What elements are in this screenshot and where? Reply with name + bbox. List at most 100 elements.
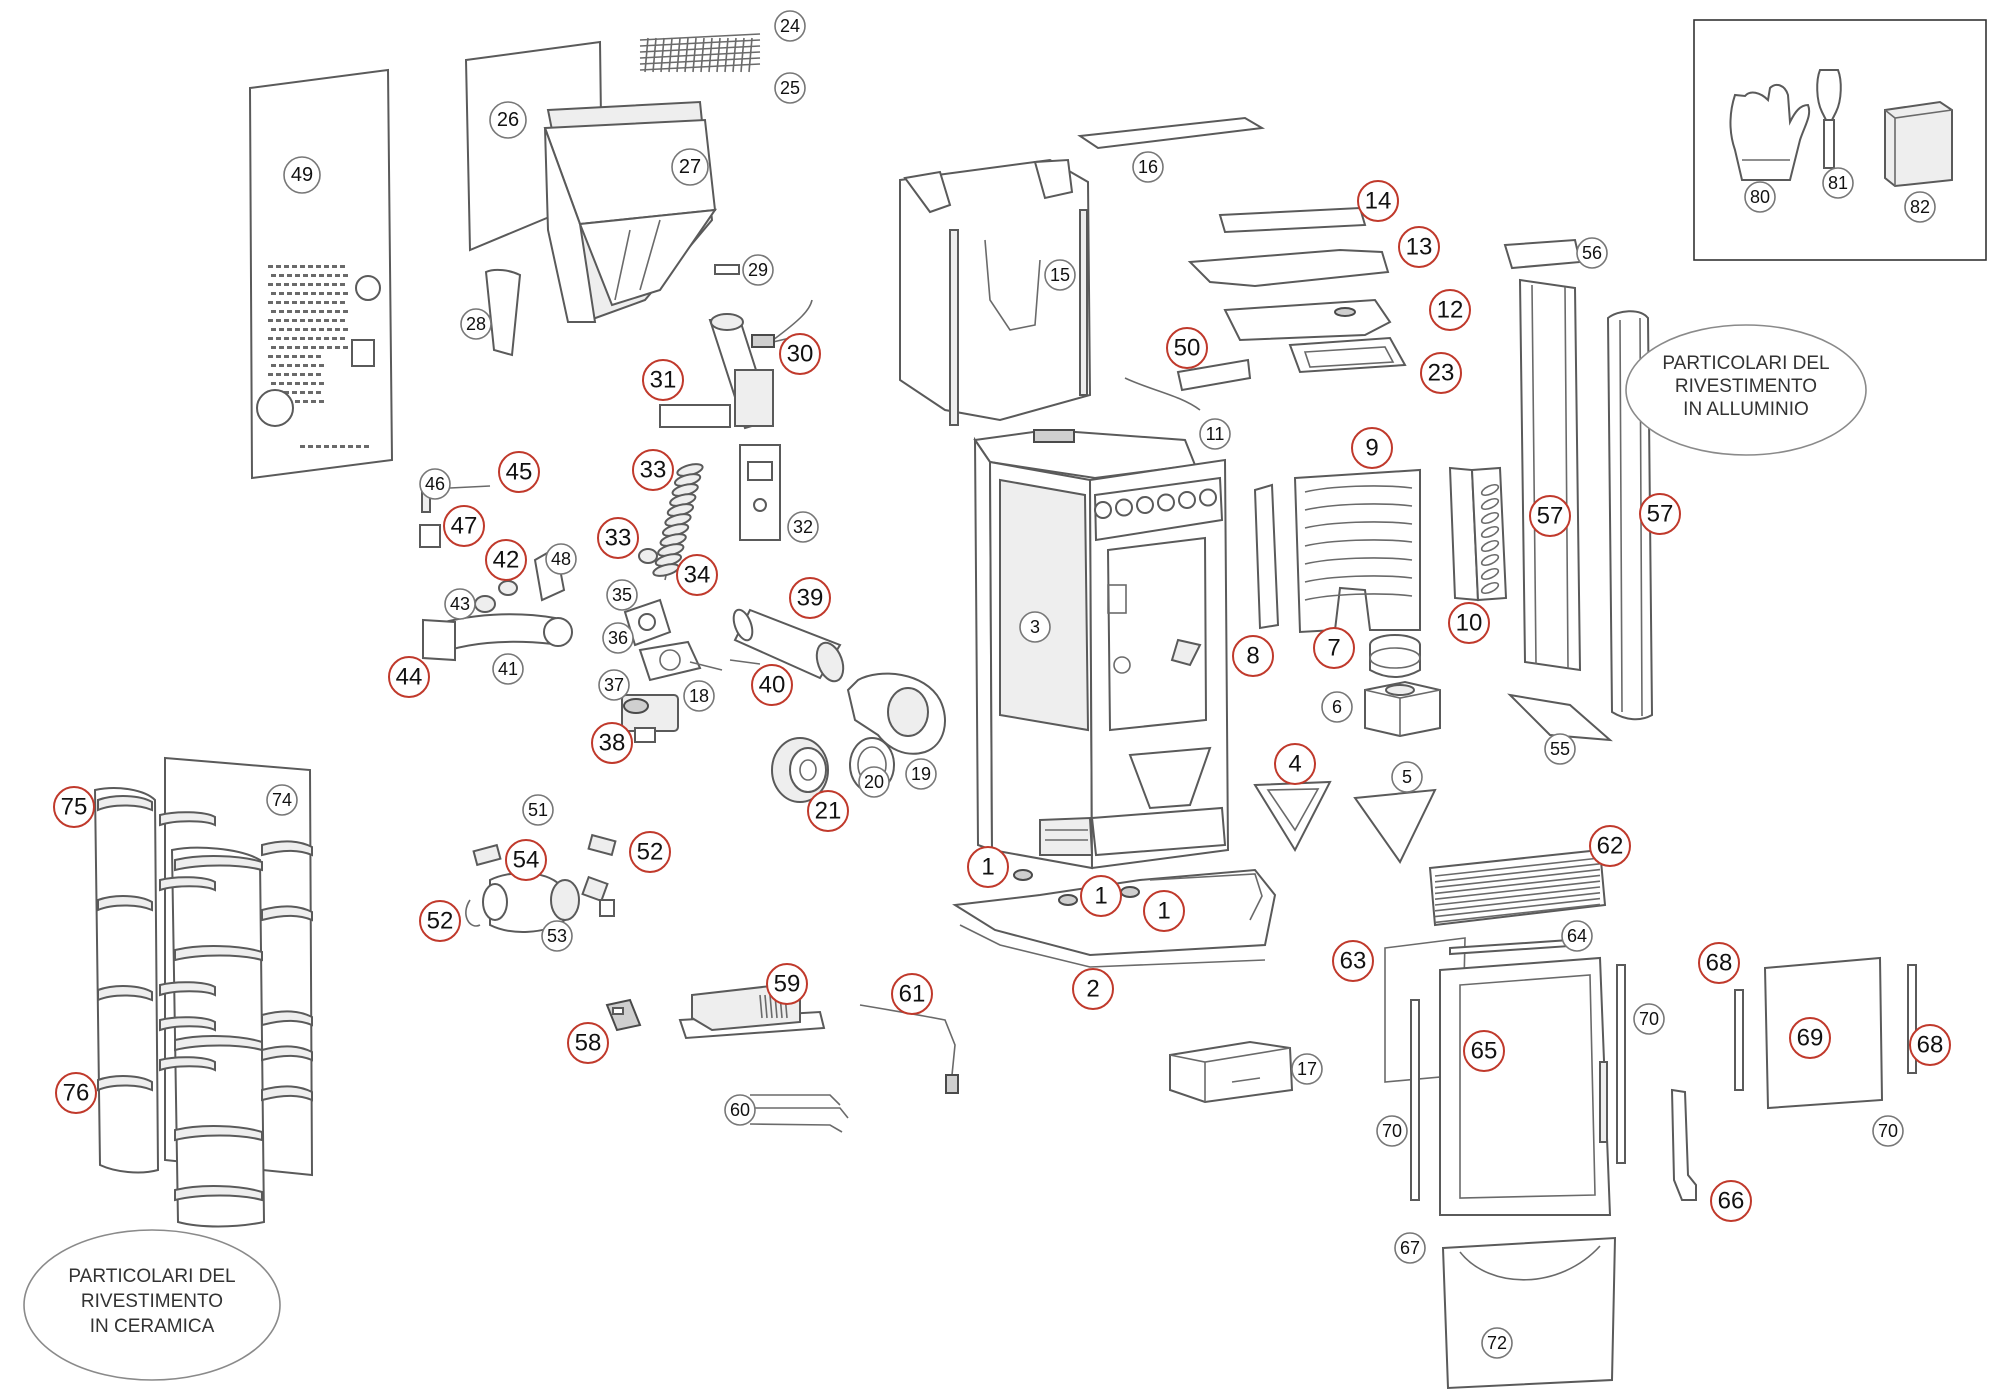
aluminium-note-line1: PARTICOLARI DEL xyxy=(1662,353,1829,374)
callout-67: 67 xyxy=(1394,1232,1426,1264)
callout-label: 13 xyxy=(1406,234,1433,261)
callout-label: 57 xyxy=(1537,503,1564,530)
flue-collar-part xyxy=(1369,634,1421,678)
callout-label: 6 xyxy=(1332,697,1342,717)
callout-label: 4 xyxy=(1288,751,1301,778)
callout-label: 3 xyxy=(1030,617,1040,637)
callout-20: 20 xyxy=(858,766,890,798)
callout-label: 37 xyxy=(604,675,624,695)
callout-label: 81 xyxy=(1828,173,1848,193)
callout-46: 46 xyxy=(419,468,451,500)
callout-48: 48 xyxy=(545,543,577,575)
callout-14: 14 xyxy=(1357,180,1399,222)
gasket-left-part xyxy=(1734,989,1744,1091)
callout-69: 69 xyxy=(1789,1017,1831,1059)
side-panel-left-part xyxy=(1518,278,1582,672)
ash-drawer-part xyxy=(1169,1040,1294,1104)
callout-35: 35 xyxy=(606,579,638,611)
callout-33: 33 xyxy=(597,517,639,559)
callout-label: 57 xyxy=(1647,501,1674,528)
callout-label: 29 xyxy=(748,260,768,280)
callout-66: 66 xyxy=(1710,1180,1752,1222)
callout-label: 70 xyxy=(1639,1009,1659,1029)
callout-label: 48 xyxy=(551,549,571,569)
callout-49: 49 xyxy=(283,156,321,194)
callout-label: 15 xyxy=(1050,265,1070,285)
callout-label: 5 xyxy=(1402,767,1412,787)
sensor-cable-part xyxy=(1124,358,1252,411)
callout-label: 10 xyxy=(1456,610,1483,637)
remote-control-part xyxy=(605,998,642,1032)
callout-label: 39 xyxy=(797,585,824,612)
accessories-inset xyxy=(1693,19,1987,261)
heat-exchanger-part xyxy=(1293,468,1421,634)
callout-9: 9 xyxy=(1351,427,1393,469)
callout-6: 6 xyxy=(1321,691,1353,723)
callout-61: 61 xyxy=(891,973,933,1015)
callout-label: 40 xyxy=(759,672,786,699)
callout-42: 42 xyxy=(485,539,527,581)
callout-label: 8 xyxy=(1246,643,1259,670)
callout-28: 28 xyxy=(460,308,492,340)
callout-label: 18 xyxy=(689,686,709,706)
callout-1: 1 xyxy=(1080,875,1122,917)
baffle-part xyxy=(1223,298,1392,342)
callout-label: 59 xyxy=(774,971,801,998)
callout-label: 49 xyxy=(291,164,313,186)
gasket-right-part xyxy=(1907,964,1917,1074)
callout-label: 63 xyxy=(1340,948,1367,975)
callout-label: 61 xyxy=(899,981,926,1008)
callout-label: 52 xyxy=(427,908,454,935)
callout-label: 35 xyxy=(612,585,632,605)
callout-label: 47 xyxy=(451,513,478,540)
callout-10: 10 xyxy=(1448,602,1490,644)
callout-39: 39 xyxy=(789,577,831,619)
aluminium-note-line3: IN ALLUMINIO xyxy=(1683,399,1809,420)
top-cover-part xyxy=(1077,116,1266,150)
callout-82: 82 xyxy=(1904,191,1936,223)
callout-label: 19 xyxy=(911,764,931,784)
callout-label: 54 xyxy=(513,847,540,874)
callout-33: 33 xyxy=(632,449,674,491)
callout-label: 43 xyxy=(450,594,470,614)
callout-label: 55 xyxy=(1550,739,1570,759)
callout-65: 65 xyxy=(1463,1030,1505,1072)
callout-70: 70 xyxy=(1872,1115,1904,1147)
callout-label: 32 xyxy=(793,517,813,537)
callout-label: 80 xyxy=(1750,187,1770,207)
callout-38: 38 xyxy=(591,722,633,764)
callout-label: 76 xyxy=(63,1080,90,1107)
callout-74: 74 xyxy=(266,784,298,816)
callout-label: 68 xyxy=(1706,950,1733,977)
callout-label: 1 xyxy=(1157,898,1170,925)
callout-label: 75 xyxy=(61,794,88,821)
callout-76: 76 xyxy=(55,1072,97,1114)
callout-80: 80 xyxy=(1744,181,1776,213)
callout-40: 40 xyxy=(751,664,793,706)
callout-43: 43 xyxy=(444,588,476,620)
callout-label: 52 xyxy=(637,839,664,866)
callout-27: 27 xyxy=(671,148,709,186)
callout-31: 31 xyxy=(642,359,684,401)
callout-label: 21 xyxy=(815,798,842,825)
callout-3: 3 xyxy=(1019,611,1051,643)
callout-55: 55 xyxy=(1544,733,1576,765)
callout-70: 70 xyxy=(1376,1115,1408,1147)
callout-label: 74 xyxy=(272,790,292,810)
ceramic-cladding-part xyxy=(93,756,314,1228)
callout-label: 17 xyxy=(1297,1059,1317,1079)
power-cable-part xyxy=(859,1004,959,1094)
callout-30: 30 xyxy=(779,333,821,375)
stove-body-part xyxy=(973,428,1230,870)
callout-13: 13 xyxy=(1398,226,1440,268)
callout-label: 23 xyxy=(1428,360,1455,387)
callout-label: 25 xyxy=(780,78,800,98)
callout-50: 50 xyxy=(1166,327,1208,369)
callout-81: 81 xyxy=(1822,167,1854,199)
callout-29: 29 xyxy=(742,254,774,286)
bottom-plate-b-part xyxy=(1353,788,1437,864)
callout-label: 1 xyxy=(981,854,994,881)
callout-label: 38 xyxy=(599,730,626,757)
scraper-accessory xyxy=(1816,69,1842,169)
callout-16: 16 xyxy=(1132,151,1164,183)
